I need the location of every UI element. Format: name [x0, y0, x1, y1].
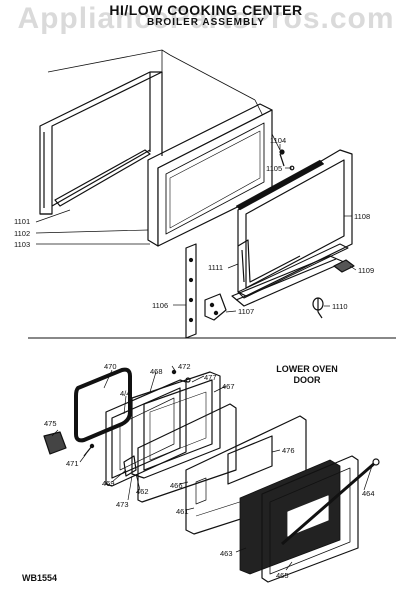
- broiler-bracket-1106: [185, 243, 197, 339]
- callout-1106: 1106: [152, 301, 168, 310]
- leader-lines-bottom: [51, 365, 373, 571]
- door-handle-464: [281, 458, 380, 546]
- callout-1102: 1102: [14, 229, 30, 238]
- callout-463: 463: [220, 549, 233, 558]
- callout-472: 472: [178, 362, 191, 371]
- hinge-bracket-1107: [204, 293, 227, 321]
- callout-1109: 1109: [358, 266, 374, 275]
- leader-lines-top: [35, 144, 357, 313]
- callout-461: 461: [176, 507, 189, 516]
- callout-labels-bottom: 470 472 468 477 4/4 467 475 476 471 469 …: [44, 362, 375, 580]
- inner-glass-frame-474: [105, 379, 187, 487]
- hinge-469: [123, 455, 137, 477]
- callout-1103: 1103: [14, 240, 30, 249]
- lower-oven-door-heading-line-2: DOOR: [293, 375, 321, 385]
- callout-1105: 1105: [266, 164, 282, 173]
- bracket-1111: [237, 239, 301, 283]
- watermark: AppliancePartsPros.com: [17, 2, 395, 35]
- callout-1111: 1111: [208, 263, 223, 272]
- callout-469: 469: [102, 479, 115, 488]
- callout-473: 473: [116, 500, 129, 509]
- callout-1108: 1108: [354, 212, 370, 221]
- door-glass-465: [261, 455, 359, 583]
- callout-1101: 1101: [14, 217, 30, 226]
- inner-panel-468: [131, 371, 221, 479]
- callout-471: 471: [66, 459, 79, 468]
- latch-475: [43, 431, 67, 455]
- callout-1104: 1104: [270, 136, 286, 145]
- callout-474: 4/4: [120, 389, 130, 398]
- door-liner-467: [137, 403, 237, 503]
- callout-475: 475: [44, 419, 57, 428]
- callout-1110: 1110: [332, 302, 348, 311]
- lower-oven-door-heading-line-1: LOWER OVEN: [276, 364, 338, 374]
- callout-476: 476: [282, 446, 295, 455]
- callout-477: 477: [204, 373, 217, 382]
- lower-oven-door-heading: LOWER OVEN DOOR: [262, 364, 352, 386]
- callout-465: 465: [276, 571, 289, 580]
- callout-467: 467: [222, 382, 235, 391]
- knob-1110: [312, 297, 324, 319]
- front-frame-1108: [235, 149, 353, 299]
- diagram-code: WB1554: [22, 573, 58, 583]
- screw-1104: [279, 149, 295, 171]
- diagram-subtitle: BROILER ASSEMBLY: [146, 17, 266, 28]
- callout-1107: 1107: [238, 307, 254, 316]
- callout-462: 462: [136, 487, 149, 496]
- diagram-title: HI/LOW COOKING CENTER: [109, 2, 303, 18]
- clip-1109: [333, 259, 355, 273]
- side-trim-frame-1101: [39, 71, 163, 215]
- door-gasket-470: [74, 367, 132, 443]
- callout-468: 468: [150, 367, 163, 376]
- callout-464: 464: [362, 489, 375, 498]
- callout-labels-top: 1101 1102 1103 1104 1105 1106 1107 1108 …: [14, 136, 374, 316]
- callout-466: 466: [170, 481, 183, 490]
- callout-470: 470: [104, 362, 117, 371]
- insulation-463: [239, 459, 341, 575]
